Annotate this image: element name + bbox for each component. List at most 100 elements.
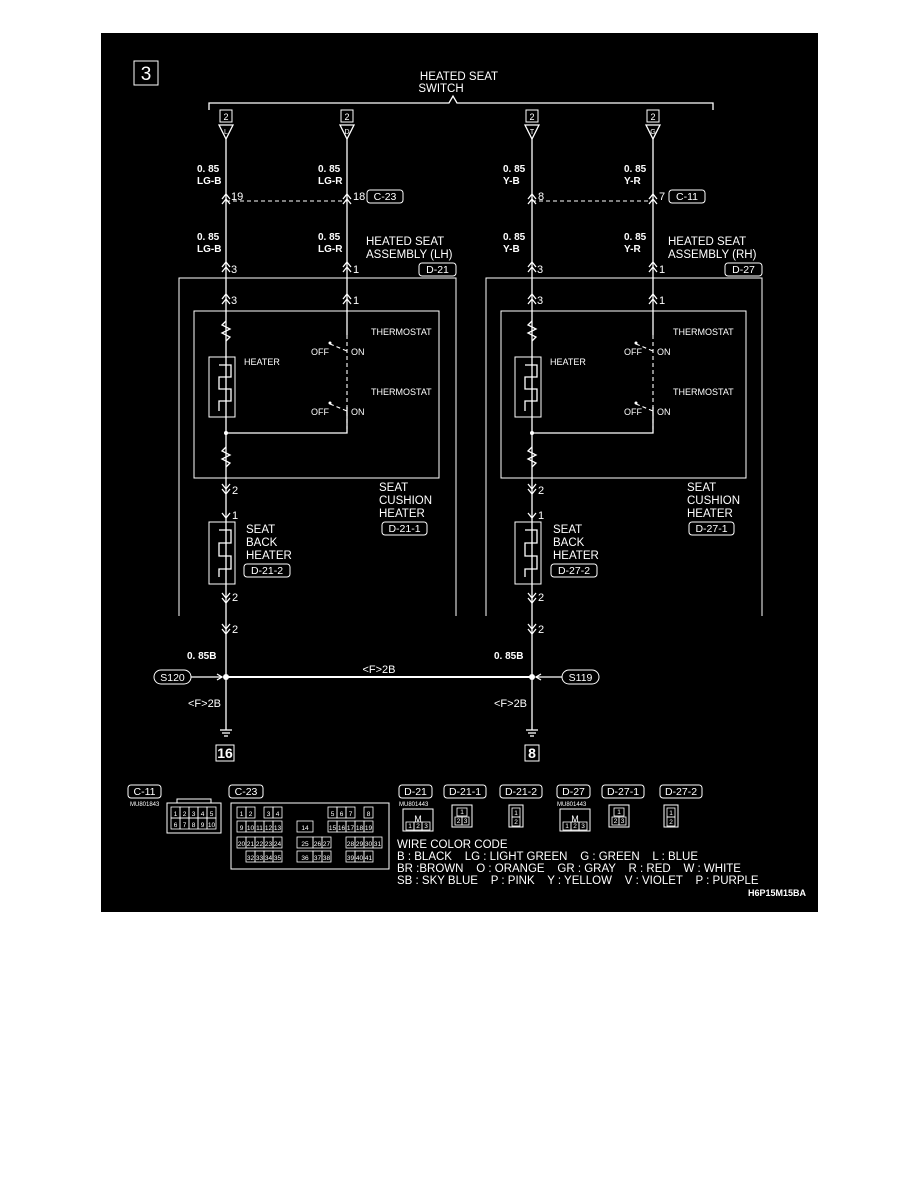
junction-connector-c23-box [366, 189, 404, 204]
lh-thermo-2-arm [329, 403, 348, 412]
c23-pin-20-label: 20 [238, 841, 246, 848]
c23-pin-4-cell [272, 806, 283, 819]
c23-pin-14-cell [296, 820, 314, 833]
c23-pin-22-label: 22 [256, 841, 264, 848]
conn-c11-label: C-11 [134, 786, 156, 798]
d271-pin-3-cell [618, 816, 627, 826]
lh-thermostat-2-label: THERMOSTAT [371, 387, 432, 397]
page-number: 3 [141, 64, 152, 85]
wire-color-code-line3: SB : SKY BLUE P : PINK Y : YELLOW V : VI… [397, 875, 759, 887]
wire-mid-color-3: Y-B [503, 244, 520, 255]
c23-pin-36-label: 36 [301, 855, 309, 862]
c23-pin-24-cell [272, 836, 283, 849]
c11-pin-8-label: 8 [192, 822, 196, 829]
d211-pin-3-label: 3 [464, 818, 468, 825]
c23-pin-3-label: 3 [267, 811, 271, 818]
wire-mid-color-2: LG-R [318, 244, 343, 255]
junction-markers [221, 192, 658, 205]
switch-terminal-1: 2 L [217, 109, 235, 141]
c23-pin-21-label: 21 [247, 841, 255, 848]
d27-pin-1-label: 1 [565, 823, 569, 830]
c23-pin-28-label: 28 [347, 841, 355, 848]
rh-thermostat-1-label: THERMOSTAT [673, 327, 734, 337]
conn-c11-part: MU801843 [130, 802, 160, 808]
wire-color-3: Y-B [503, 176, 520, 187]
conn-d27-2: D-27-2 12 [659, 784, 703, 828]
lh-cushion-connector: D-21-1 [388, 523, 420, 535]
c23-pin-26-label: 26 [314, 841, 322, 848]
d271-pin-3-label: 3 [621, 818, 625, 825]
rh-pin3-outer: 3 [537, 264, 543, 276]
lh-cushion-line3: HEATER [379, 508, 425, 520]
wire-gauge-3: 0. 85 [503, 164, 526, 175]
rh-back-pin2: 2 [538, 592, 544, 604]
c23-pin-23-label: 23 [265, 841, 273, 848]
lh-heater-element [208, 356, 236, 418]
conn-c23-label: C-23 [235, 786, 258, 798]
rh-thermostat-2-label: THERMOSTAT [673, 387, 734, 397]
c23-pin-27-cell [321, 836, 332, 849]
lh-pin3-outer: 3 [231, 264, 237, 276]
d211-pin-1-cell [456, 807, 468, 817]
rh-node [530, 431, 534, 435]
rh-back-line1: SEAT [553, 524, 582, 536]
c23-pin-19-label: 19 [365, 825, 373, 832]
lh-heater-label: HEATER [244, 357, 280, 367]
rh-back-heater-coil [524, 529, 538, 577]
lh-thermo-1-on: ON [351, 347, 365, 357]
rh-cushion-pin2: 2 [538, 485, 544, 497]
d212-pin-2-cell [511, 816, 521, 827]
c23-pin-40-label: 40 [356, 855, 364, 862]
lh-ground-symbol [220, 729, 232, 737]
c23-pin-27-label: 27 [323, 841, 331, 848]
c23-pin-33-label: 33 [256, 855, 264, 862]
c23-pin-32-label: 32 [247, 855, 255, 862]
wire-mid-color-1: LG-B [197, 244, 221, 255]
wire-color-2: LG-R [318, 176, 343, 187]
c23-pin-38-label: 38 [323, 855, 331, 862]
d211-pin-2-label: 2 [457, 818, 461, 825]
wire-mid-gauge-1: 0. 85 [197, 232, 220, 243]
junction-pin-8: 8 [538, 191, 544, 203]
conn-c23-label-box [228, 784, 264, 799]
lh-heater-coil [218, 364, 232, 411]
splice-s119: S119 [569, 672, 593, 684]
junction-pin-7: 7 [659, 191, 665, 203]
lh-pin1-inner: 1 [353, 295, 359, 307]
wire-color-code-title: WIRE COLOR CODE [397, 839, 508, 851]
lh-back-line3: HEATER [246, 550, 292, 562]
lh-assembly-frame [178, 277, 457, 616]
rh-pin1-outer: 1 [659, 264, 665, 276]
c23-pin-1-label: 1 [240, 811, 244, 818]
lh-thermostat-1-label: THERMOSTAT [371, 327, 432, 337]
image-code: H6P15M15BA [748, 888, 807, 898]
lh-cushion-frame [193, 310, 440, 479]
cushion-exit-markers [221, 483, 537, 636]
svg-text:D-21-1: D-21-1 [449, 786, 481, 798]
c23-pin-11-label: 11 [256, 825, 263, 832]
lh-thermo-1-off-dot [328, 341, 332, 345]
lh-thermo-2-off: OFF [311, 407, 329, 417]
wire-color-4: Y-R [624, 176, 641, 187]
c23-pin-29-label: 29 [356, 841, 364, 848]
rh-thermo-1-arm [635, 343, 654, 352]
c23-pin-30-label: 30 [365, 841, 373, 848]
d212-pin-2-label: 2 [514, 819, 518, 826]
c11-pin-2-label: 2 [183, 811, 187, 818]
wire-mid-gauge-4: 0. 85 [624, 232, 647, 243]
rh-thermo-1-off-dot [634, 341, 638, 345]
rh-back-heater-element [514, 521, 542, 585]
lh-ground-number-box [215, 744, 235, 762]
svg-text:MU801443: MU801443 [399, 802, 429, 808]
svg-text:2: 2 [223, 112, 228, 122]
switch-title-line1: HEATED SEAT [420, 71, 498, 83]
wire-mid-gauge-2: 0. 85 [318, 232, 341, 243]
rh-heater-coil [524, 364, 538, 411]
c23-pin-13-cell [272, 820, 283, 833]
c11-pin-10-label: 10 [208, 822, 216, 829]
c23-pin-15-label: 15 [329, 825, 337, 832]
